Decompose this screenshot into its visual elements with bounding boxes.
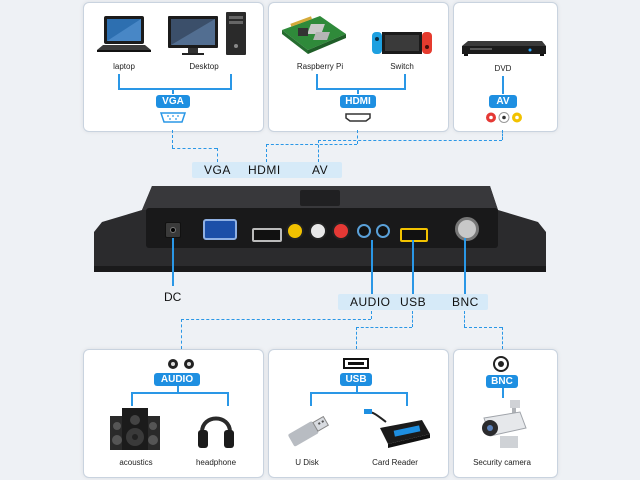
usb-link-down <box>412 311 413 327</box>
audio-line <box>371 240 373 296</box>
bnc-link-across <box>464 327 502 328</box>
usb-connector-icon <box>343 358 369 369</box>
switch-label: Switch <box>390 62 414 71</box>
bnc-link-down <box>464 311 465 327</box>
usb-outputs-panel <box>268 349 449 478</box>
card-reader-icon <box>364 409 430 448</box>
vga-port <box>203 219 237 240</box>
raspberry-pi-label: Raspberry Pi <box>296 62 344 71</box>
usb-link-across <box>356 327 412 328</box>
dc-line <box>172 238 174 286</box>
acoustics-label: acoustics <box>119 458 153 467</box>
hdmi-bracket-stem <box>357 88 359 94</box>
headphone-icon <box>198 416 234 448</box>
vga-bracket-stem <box>172 88 174 94</box>
port-label-usb: USB <box>400 295 427 309</box>
port-label-hdmi: HDMI <box>248 163 281 177</box>
headphone-label: headphone <box>195 458 237 467</box>
av-right-jack <box>332 222 350 240</box>
laptop-label: laptop <box>113 62 135 71</box>
av-left-jack <box>309 222 327 240</box>
usb-port <box>400 228 428 242</box>
security-camera-label: Security camera <box>473 458 531 467</box>
av-video-jack <box>286 222 304 240</box>
usb-bracket <box>310 392 408 406</box>
security-camera-icon <box>482 400 527 448</box>
dvd-label: DVD <box>494 64 512 73</box>
vga-connector-icon <box>159 112 187 123</box>
port-label-bnc: BNC <box>452 295 479 309</box>
audio-link-across <box>181 319 371 320</box>
av-jacks-icon <box>486 112 522 123</box>
port-label-dc: DC <box>164 290 182 304</box>
usb-line <box>412 240 414 296</box>
vga-link-down <box>172 130 173 148</box>
audio-bracket <box>131 392 229 406</box>
vga-link-across <box>172 148 217 149</box>
av-sources-panel <box>453 2 558 132</box>
av-bracket-stem <box>502 76 504 94</box>
audio-jacks-icon <box>168 359 194 369</box>
audio-link-down <box>371 311 372 319</box>
audio-jack-1 <box>357 224 371 238</box>
av-link-across <box>318 140 502 141</box>
audio-link-drop <box>181 319 182 349</box>
hdmi-link-across <box>266 144 357 145</box>
audio-jack-2 <box>376 224 390 238</box>
usb-drive-icon <box>288 415 330 447</box>
speaker-icon <box>110 408 160 450</box>
switch-icon <box>372 32 432 54</box>
card-reader-label: Card Reader <box>372 458 418 467</box>
raspberry-pi-icon <box>282 16 346 54</box>
desktop-label: Desktop <box>189 62 219 71</box>
audio-output-badge: AUDIO <box>154 373 200 386</box>
audio-outputs-panel <box>83 349 264 478</box>
bnc-bracket-stem <box>502 388 504 398</box>
dvd-player-icon <box>462 41 546 56</box>
laptop-icon <box>97 16 151 52</box>
u-disk-label: U Disk <box>295 458 319 467</box>
hdmi-connector-icon <box>345 113 371 122</box>
audio-bracket-stem <box>177 386 179 392</box>
hdmi-bracket <box>316 74 406 90</box>
bnc-output-badge: BNC <box>486 375 518 388</box>
usb-bracket-stem <box>356 386 358 392</box>
hdmi-port <box>252 228 282 242</box>
vga-link-drop <box>217 148 218 162</box>
hdmi-source-badge: HDMI <box>340 95 376 108</box>
desktop-icon <box>168 12 246 55</box>
bnc-line <box>464 238 466 296</box>
dc-port <box>165 222 181 238</box>
bnc-connector-icon <box>493 356 509 372</box>
input-label-band <box>192 162 342 178</box>
port-label-vga: VGA <box>204 163 231 177</box>
hdmi-link-down <box>357 130 358 144</box>
port-label-audio: AUDIO <box>350 295 391 309</box>
hdmi-link-drop <box>266 144 267 162</box>
bnc-link-drop <box>502 327 503 349</box>
output-label-band <box>338 294 488 310</box>
av-link-drop <box>318 140 319 162</box>
av-link-down <box>502 130 503 140</box>
port-label-av: AV <box>312 163 329 177</box>
vga-source-badge: VGA <box>156 95 190 108</box>
vga-bracket <box>118 74 232 90</box>
usb-output-badge: USB <box>340 373 372 386</box>
usb-link-drop <box>356 327 357 349</box>
av-source-badge: AV <box>489 95 517 108</box>
bnc-port <box>455 217 479 241</box>
